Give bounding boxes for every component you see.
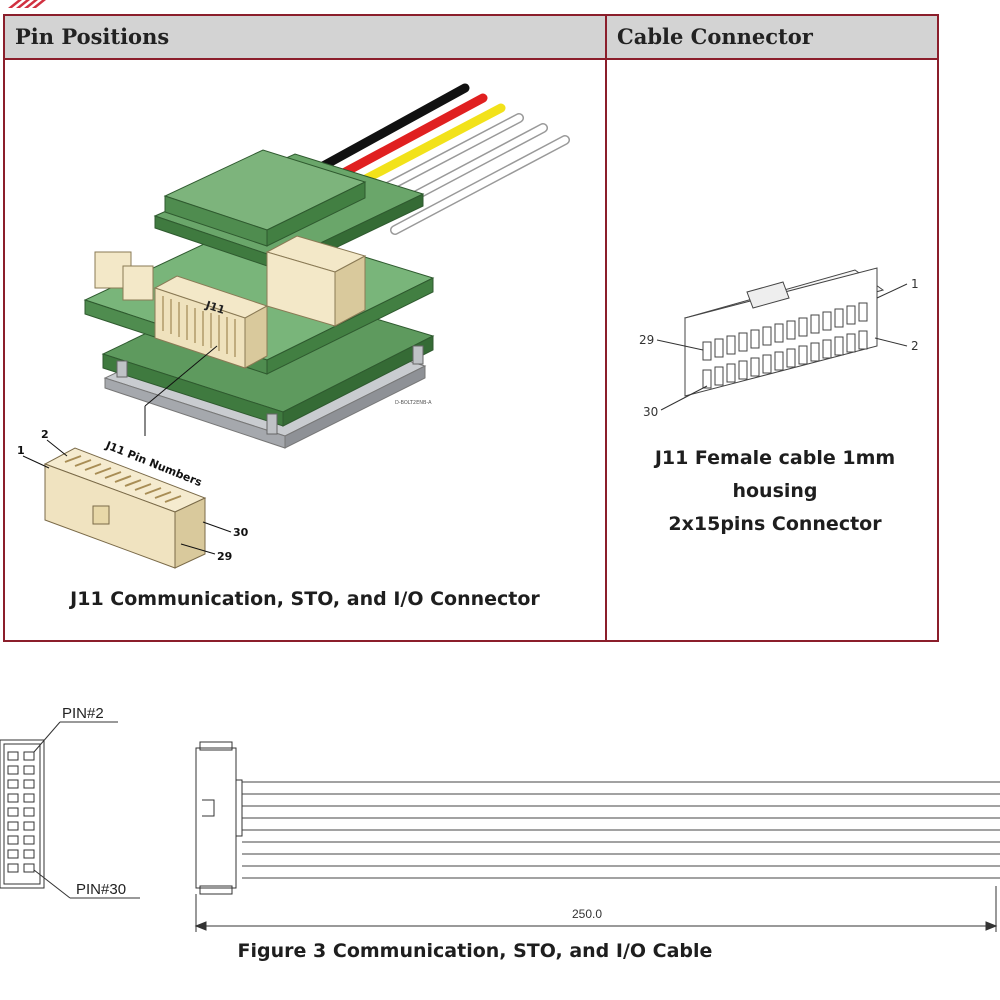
housing-pin-label-2: 2: [911, 339, 919, 353]
board-stack-illustration: J11 D-BOLT2ENB-A: [17, 83, 570, 569]
female-housing: [683, 267, 885, 397]
pin-info-table: Pin Positions Cable Connector: [3, 14, 939, 642]
right-caption-line-2: 2x15pins Connector: [668, 513, 882, 535]
standoffs: [116, 345, 424, 435]
pin-label-29: 29: [217, 550, 232, 563]
connector-front-view: [0, 739, 45, 889]
housing-side-view: [195, 741, 243, 895]
upper-header: [265, 235, 367, 327]
j11-board-label: J11: [203, 298, 226, 317]
housing-pin-label-29: 29: [639, 333, 654, 347]
female-housing-illustration: 1 29 2 30: [639, 267, 919, 419]
pin-label-2: 2: [41, 428, 49, 441]
column-divider: [605, 60, 607, 640]
right-caption-line-1: J11 Female cable 1mm housing: [654, 447, 896, 502]
left-cell-caption: J11 Communication, STO, and I/O Connecto…: [70, 588, 540, 610]
ribbon-cable: [242, 781, 1000, 879]
part-number-text: D-BOLT2ENB-A: [395, 400, 432, 406]
header-cable-connector: Cable Connector: [605, 16, 937, 60]
pin2-leader: [33, 721, 61, 753]
pin30-leader: [33, 869, 71, 899]
pin-label-1: 1: [17, 444, 25, 457]
header-pin-positions: Pin Positions: [5, 16, 605, 60]
pin2-label: PIN#2: [62, 705, 104, 722]
leader-line: [144, 345, 218, 407]
j11-detail-header: [43, 447, 207, 569]
top-board: [163, 149, 367, 247]
housing-pin-label-1: 1: [911, 277, 919, 291]
cable-technical-drawing: PIN#2 PIN#30 250.0: [0, 705, 1000, 932]
header-pin-positions-text: Pin Positions: [15, 24, 170, 49]
dimension-line: [194, 886, 998, 932]
pin30-label: PIN#30: [76, 881, 126, 898]
side-connectors: [94, 251, 154, 301]
header-cable-connector-text: Cable Connector: [617, 24, 813, 49]
dimension-label: 250.0: [572, 907, 602, 921]
brand-logo-fragment: [8, 0, 46, 8]
right-cell-caption: J11 Female cable 1mm housing 2x15pins Co…: [609, 442, 941, 541]
housing-pin-label-30: 30: [643, 405, 658, 419]
figure-caption: Figure 3 Communication, STO, and I/O Cab…: [237, 940, 713, 962]
pin-label-30: 30: [233, 526, 249, 539]
